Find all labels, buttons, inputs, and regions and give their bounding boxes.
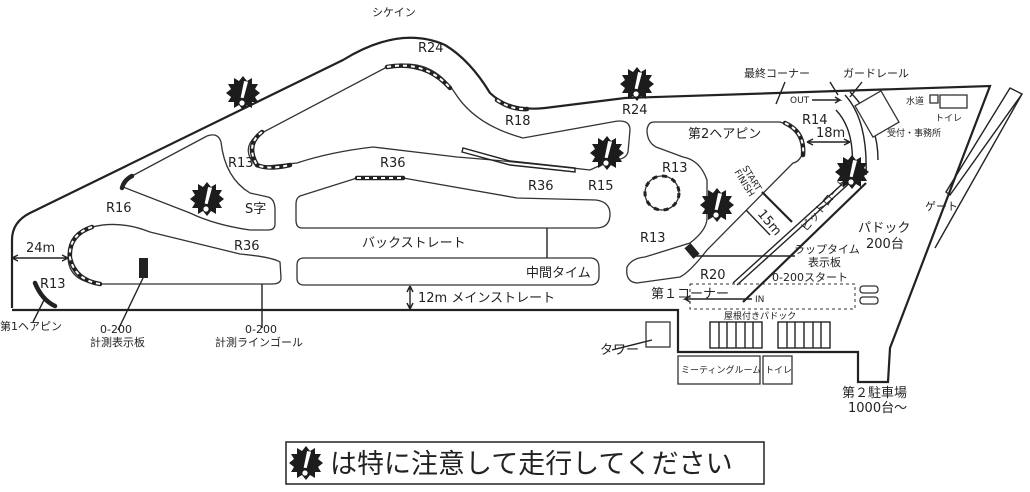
label-back-straight: バックストレート <box>362 236 466 251</box>
gate-structure <box>945 87 1024 196</box>
dimension-18m <box>806 138 851 146</box>
label-mid-time: 中間タイム <box>526 266 591 281</box>
start-0-200-area <box>689 283 856 310</box>
label-chicane: シケイン <box>372 6 416 19</box>
infield-main-straight <box>296 257 600 286</box>
label-parking-1: 第２駐車場 <box>842 386 907 401</box>
display-board-0-200 <box>139 258 148 278</box>
marker-2 <box>859 296 879 305</box>
label-r20: R20 <box>700 268 726 283</box>
label-r36-upper: R36 <box>380 156 406 171</box>
label-office: 受付・事務所 <box>887 127 941 139</box>
lap-time-board <box>684 243 700 259</box>
start-finish-line <box>761 191 793 223</box>
label-r15: R15 <box>588 179 614 194</box>
label-r18: R18 <box>505 114 531 129</box>
label-s-curve: S字 <box>245 202 266 217</box>
out-arrow <box>812 96 843 104</box>
label-r13-lower: R13 <box>640 231 666 246</box>
label-18m: 18m <box>816 126 845 141</box>
warning-icon-2 <box>620 67 654 101</box>
label-goal-line-2: 計測ラインゴール <box>215 335 303 349</box>
label-r24-top: R24 <box>418 41 444 56</box>
chicane-barrier <box>461 147 576 173</box>
label-guardrail: ガードレール <box>843 67 909 80</box>
office-building <box>854 90 900 138</box>
label-r24-right: R24 <box>622 103 648 118</box>
warning-icon-1 <box>226 76 260 110</box>
label-final-corner: 最終コーナー <box>744 66 810 80</box>
label-gate: ゲート <box>925 200 958 213</box>
pit-road-line <box>742 182 867 303</box>
label-hairpin1: 第1ヘアピン <box>0 319 62 333</box>
label-in: IN <box>755 295 764 305</box>
toilet-building-top <box>939 94 968 109</box>
water-box <box>929 94 939 104</box>
in-arrow <box>682 295 752 303</box>
pit-wall <box>732 176 854 286</box>
label-start-0-200: 0-200スタート <box>772 271 848 284</box>
label-goal-line-1: 0-200 <box>245 323 277 336</box>
label-corner1: 第１コーナー <box>651 287 729 302</box>
infield-s-curve <box>121 134 276 231</box>
label-24m: 24m <box>26 241 55 256</box>
label-parking-2: 1000台〜 <box>848 401 907 416</box>
outer-track-boundary <box>10 36 992 384</box>
label-r13-s: R13 <box>228 156 254 171</box>
label-r13-hairpin2: R13 <box>662 161 688 176</box>
label-r16: R16 <box>106 201 132 216</box>
label-lap-board-2: 表示板 <box>808 255 841 269</box>
label-main-straight: 12m メインストレート <box>418 291 555 306</box>
legend-box: は特に注意して走行してください <box>285 441 765 485</box>
label-hairpin2: 第2ヘアピン <box>688 127 761 142</box>
label-r36-lower: R36 <box>234 239 260 254</box>
label-display-board-1: 0-200 <box>100 323 132 336</box>
legend-warning-icon <box>289 446 323 480</box>
infield-back-straight <box>295 177 611 229</box>
label-r14: R14 <box>802 113 828 128</box>
label-meeting-room: ミーティングルーム <box>681 364 761 376</box>
label-display-board-2: 計測表示板 <box>90 335 145 349</box>
infield-hairpin1 <box>67 223 282 285</box>
label-r36-mid: R36 <box>528 179 554 194</box>
dimension-15m <box>745 209 771 236</box>
label-paddock-2: 200台 <box>866 237 904 252</box>
label-covered-paddock: 屋根付きパドック <box>724 310 796 322</box>
label-r13-hairpin1: R13 <box>40 277 66 292</box>
covered-paddock-stalls <box>709 321 831 349</box>
label-tower: タワー <box>600 343 639 358</box>
marker-1 <box>859 285 879 294</box>
label-out: OUT <box>790 96 810 106</box>
dimension-12m <box>406 285 414 310</box>
label-water: 水道 <box>906 95 924 107</box>
meeting-room-building <box>677 355 761 385</box>
curbs <box>32 63 806 309</box>
toilet-building-bottom <box>762 355 793 385</box>
label-toilet-bottom: トイレ <box>765 366 792 376</box>
label-toilet-top: トイレ <box>935 114 962 124</box>
dimension-24m <box>11 254 69 262</box>
legend-text: は特に注意して走行してください <box>330 449 733 480</box>
right-boundary <box>934 93 1023 249</box>
tower-building <box>645 321 671 348</box>
label-lap-board-1: ラップタイム <box>794 243 860 256</box>
label-paddock-1: パドック <box>858 221 910 236</box>
